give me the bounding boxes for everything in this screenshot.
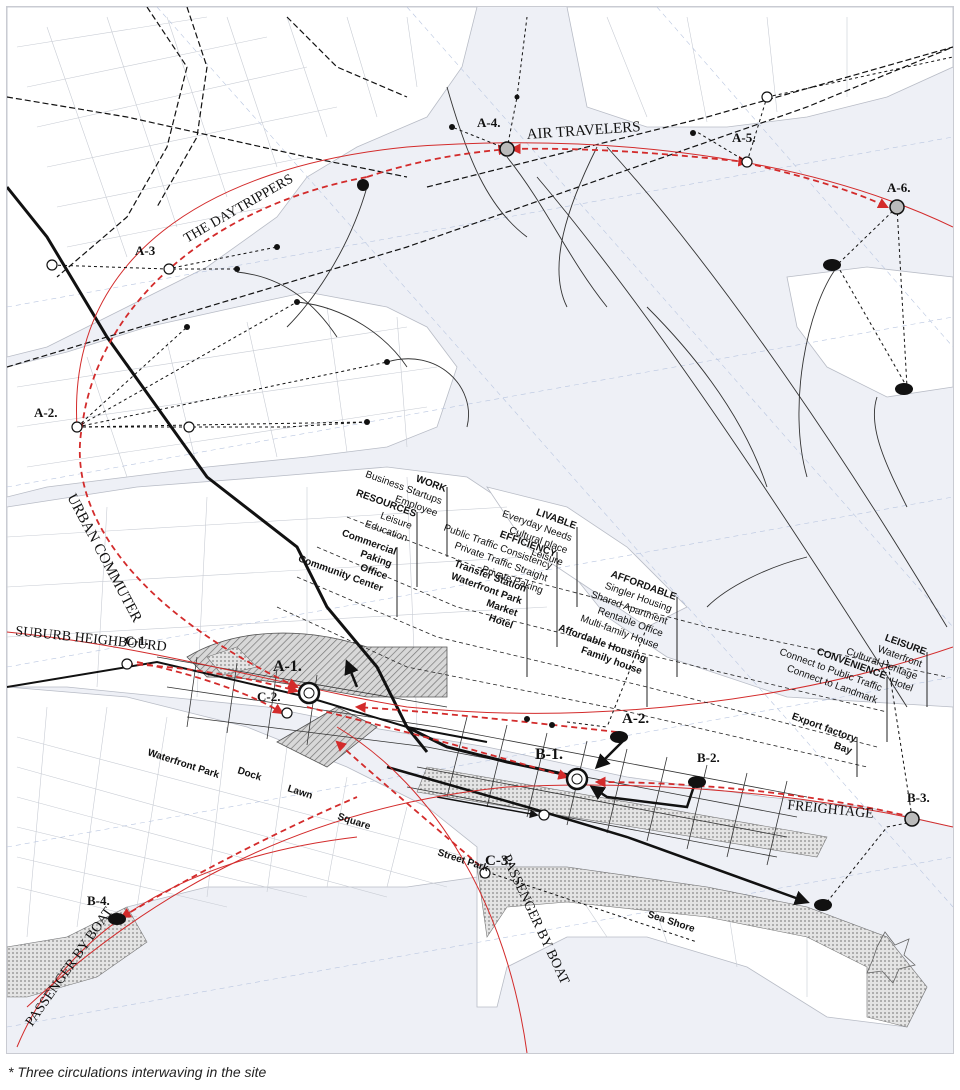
map-dots [108, 94, 913, 925]
commuter-main-line [7, 186, 429, 753]
arc-air-solid [76, 142, 953, 428]
land-northeast [566, 7, 953, 128]
program-ticks [396, 487, 928, 777]
hatched-lawn [276, 706, 378, 768]
b4-dashed [120, 796, 358, 919]
rail-north-1 [56, 7, 188, 278]
arc-boat-right-solid [336, 726, 528, 1053]
node-b3-label: B-3. [907, 790, 930, 805]
suburb-line [7, 660, 308, 698]
node-c2-label: C-2. [257, 689, 280, 704]
node-c1-label: C-1. [125, 633, 148, 648]
c3-to-c2 [335, 740, 488, 873]
air-travelers-label: AIR TRAVELERS [526, 119, 641, 143]
site-circulation-map: AIR TRAVELERS THE DAYTRIPPERS URBAN COMM… [7, 7, 953, 1053]
map-frame: AIR TRAVELERS THE DAYTRIPPERS URBAN COMM… [6, 6, 954, 1054]
node-b1-label: B-1. [535, 746, 563, 763]
land-northwest [7, 7, 478, 358]
arc-suburb-solid [7, 631, 953, 714]
rail-north-2 [156, 7, 208, 208]
a1-to-b1 [306, 706, 570, 780]
node-a2-left-label: A-2. [34, 405, 57, 420]
arc-freight-solid [26, 784, 953, 1008]
b2-to-b1 [589, 776, 699, 809]
daytrippers-node [357, 179, 369, 191]
node-a3-label: A-3 [135, 243, 156, 258]
node-b2-label: B-2. [697, 750, 720, 765]
a1-connector [344, 659, 359, 688]
node-a1-label: A-1. [273, 658, 302, 675]
node-b4-label: B-4. [87, 893, 110, 908]
a2-to-a1 [354, 702, 618, 733]
node-a2-right-label: A-2. [622, 711, 649, 727]
connector-curves [236, 86, 948, 708]
rail-air-corridor [426, 46, 953, 188]
c1-to-a1 [126, 663, 300, 694]
node-connections [51, 16, 953, 943]
dock-to-square [436, 796, 539, 819]
b3-to-b1 [594, 776, 913, 818]
node-c3-label: C-3. [485, 853, 512, 869]
dotted-shore-island [476, 866, 928, 1028]
dotted-shore-freight [416, 766, 828, 858]
urban-fabric [7, 16, 868, 1007]
a5-to-a6 [754, 164, 889, 208]
freight-export-line [386, 765, 810, 905]
transit-lines [7, 7, 953, 368]
figure-caption: * Three circulations interwaving in the … [8, 1064, 267, 1080]
transfer-nodes [46, 91, 920, 879]
node-a6-label: A-6. [887, 180, 910, 195]
rail-cross-diagonal [7, 46, 953, 368]
star-fort-icon [866, 931, 916, 984]
node-a4-label: A-4. [477, 115, 500, 130]
c1-to-c2 [136, 661, 284, 715]
dotted-shore-southwest [7, 906, 148, 998]
land-central-pier [486, 486, 688, 628]
day-to-a4 [366, 144, 510, 178]
circulation-arcs [7, 142, 953, 1053]
rail-north-3 [286, 16, 408, 98]
a4-to-a5 [509, 143, 750, 167]
node-a5-label: A-5. [732, 130, 755, 145]
